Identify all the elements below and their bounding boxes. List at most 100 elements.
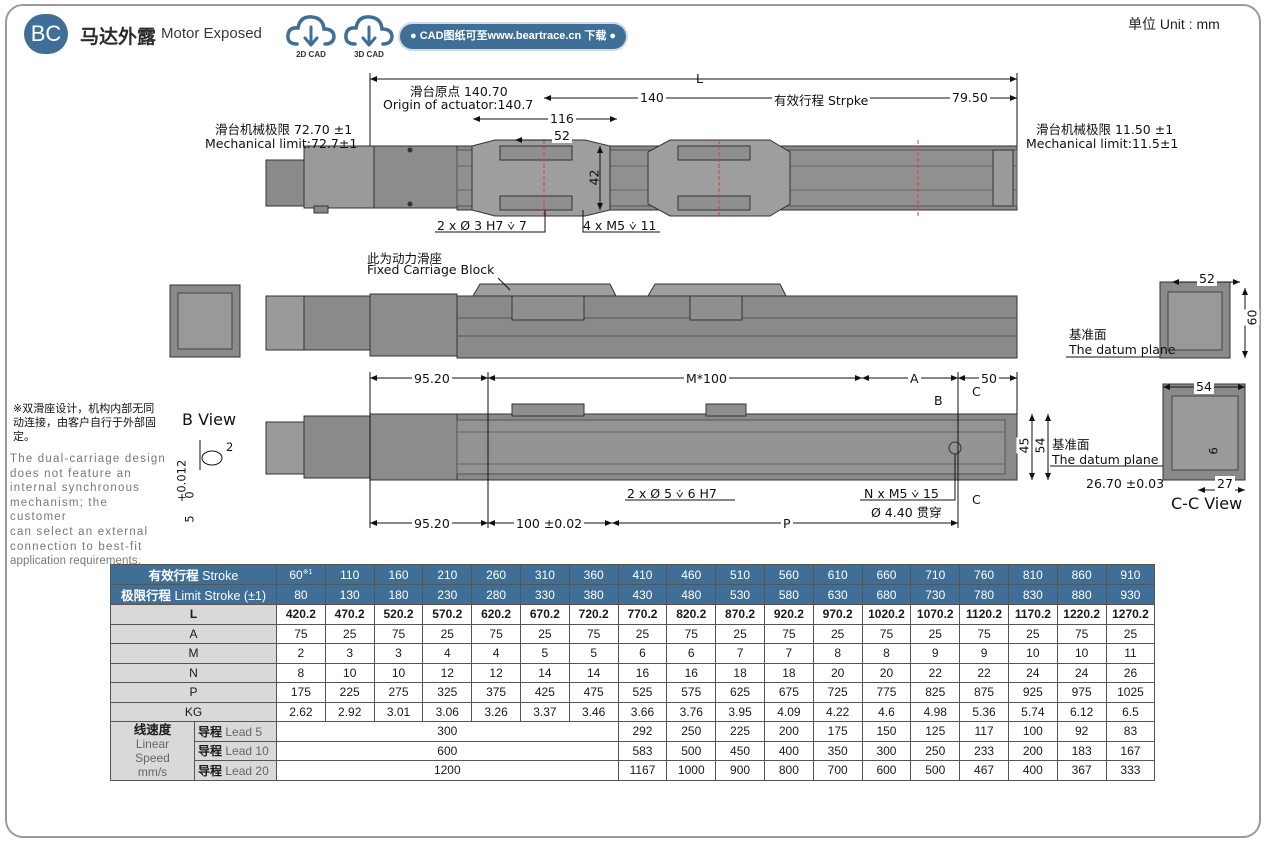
table-cell: 8 [812,643,863,664]
table-cell: 1270.2 [1105,604,1156,625]
table-cell: 4.98 [910,701,961,722]
table-cell: 5 [519,643,570,664]
table-cell: 450 [715,740,765,761]
b-view-zero: 0 [182,491,197,499]
table-cell: 925 [1007,682,1058,703]
table-cell: 1020.2 [861,604,912,625]
table-cell: 367 [1056,760,1107,781]
table-cell: 250 [666,721,717,742]
table-cell: 770.2 [617,604,668,625]
lead-label: 导程 Lead 5 [194,721,277,742]
table-cell: 20 [861,662,912,683]
table-cell: 16 [617,662,668,683]
table-cell: 4 [471,643,521,664]
table-cell: 2.92 [324,701,375,722]
lead-label: 导程 Lead 10 [194,740,277,761]
table-cell: 200 [763,721,814,742]
hole-spec-4b: Ø 4.40 贯穿 [871,505,942,520]
table-cell: 233 [959,740,1009,761]
table-cell: 425 [519,682,570,703]
table-cell: 975 [1056,682,1107,703]
cc-dim-54: 54 [1194,379,1214,394]
table-cell: 4.6 [861,701,912,722]
table-cell: 470.2 [324,604,375,625]
cad-download-link[interactable]: ● CAD图纸可至www.beartrace.cn 下载 ● [400,24,627,49]
table-cell: 25 [1105,623,1156,644]
table-cell: 183 [1056,740,1107,761]
table-cell: 5.36 [959,701,1009,722]
b-view-dim-2: 2 [226,440,234,454]
table-cell: 825 [910,682,961,703]
mech-limit-left-cn: 滑台机械极限 72.70 ±1 [215,122,353,137]
table-cell: 4.09 [763,701,814,722]
table-cell: 75 [666,623,717,644]
label-B: B [934,393,943,408]
table-cell: 24 [1007,662,1058,683]
dim-P: P [781,516,793,531]
datum-cn-1: 基准面 [1069,327,1107,342]
table-cell: 3 [324,643,375,664]
table-cell: 520.2 [373,604,424,625]
table-cell: 25 [519,623,570,644]
table-cell: 300 [861,740,912,761]
table-cell: 775 [861,682,912,703]
table-cell: 475 [568,682,619,703]
unit-label: 单位 Unit : mm [1128,16,1220,32]
table-cell: 5 [568,643,619,664]
bottom-view [199,372,1246,528]
table-cell: 18 [715,662,765,683]
table-cell: 1025 [1105,682,1156,703]
cad-3d-button[interactable]: 3D CAD [343,10,395,62]
table-cell: 92 [1056,721,1107,742]
row-label: L [110,604,277,625]
table-cell: 467 [959,760,1009,781]
title-en: Motor Exposed [161,25,262,42]
cad-2d-button[interactable]: 2D CAD [285,10,337,62]
table-cell: 22 [910,662,961,683]
page-frame [5,4,1261,838]
dim-45: 45 [1016,437,1032,454]
table-cell: 25 [422,623,473,644]
table-cell: 26 [1105,662,1156,683]
dim-140: 140 [638,90,666,105]
dim-95-20-bottom: 95.20 [412,516,452,531]
cloud-download-icon [286,15,336,47]
dual-carriage-note-cn: ※双滑座设计，机构内部无同动连接，由客户自行于外部固定。 [13,402,156,443]
table-cell: 225 [324,682,375,703]
table-cell: 75 [959,623,1009,644]
table-cell: 167 [1105,740,1156,761]
label-C-top: C [972,384,981,399]
table-cell: 670.2 [519,604,570,625]
table-cell: 3.46 [568,701,619,722]
table-cell: 14 [568,662,619,683]
cad-2d-label: 2D CAD [296,50,326,59]
table-cell: 400 [763,740,814,761]
datum-en-2: The datum plane [1052,452,1159,467]
table-cell: 3.66 [617,701,668,722]
table-cell: 1170.2 [1007,604,1058,625]
engineering-drawing [169,73,1248,528]
mech-limit-left-en: Mechanical limit:72.7±1 [205,136,358,151]
table-cell: 12 [471,662,521,683]
table-cell: 292 [617,721,668,742]
table-cell: 8 [276,662,326,683]
table-cell: 400 [1007,760,1058,781]
table-cell: 5.74 [1007,701,1058,722]
table-cell: 920.2 [763,604,814,625]
table-cell: 2.62 [276,701,326,722]
table-cell: 420.2 [276,604,326,625]
hole-spec-1: 2 x Ø 3 H7 ⩒ 7 [437,218,527,233]
table-cell: 1167 [617,760,668,781]
table-cell: 3.37 [519,701,570,722]
table-cell: 525 [617,682,668,703]
table-cell: 10 [373,662,424,683]
table-cell: 720.2 [568,604,619,625]
